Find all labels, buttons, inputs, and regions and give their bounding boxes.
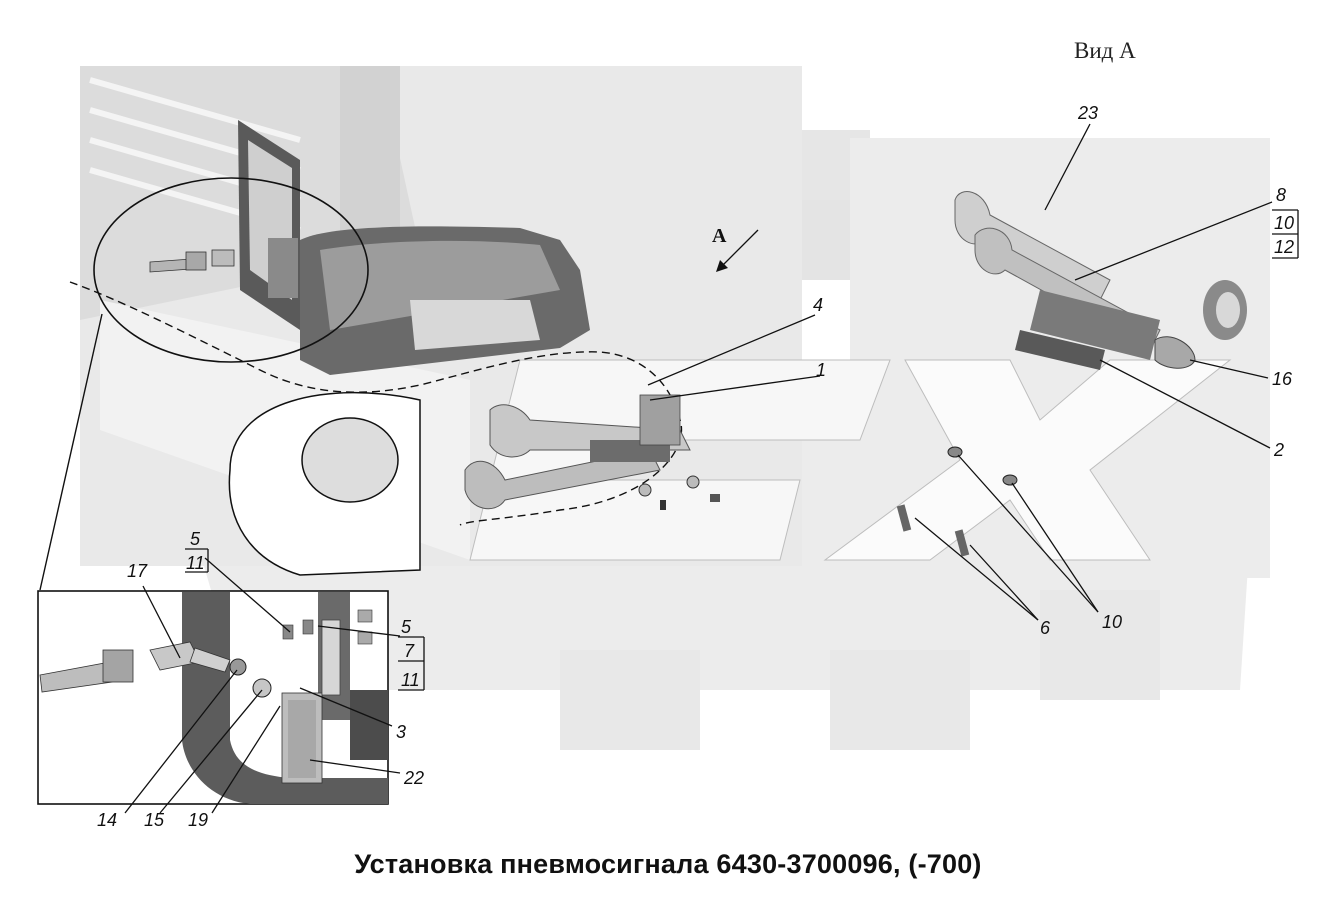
callout-3: 3 [396,722,406,742]
horn-assembly-view-a [896,191,1247,557]
callout-6: 6 [1040,618,1051,638]
callout-14: 14 [97,810,117,830]
callout-5-right: 5 [401,617,412,637]
view-arrow-label: A [712,225,727,247]
callout-10-top: 10 [1274,213,1294,233]
callout-16: 16 [1272,369,1293,389]
callout-22: 22 [403,768,424,788]
callout-5-top: 5 [190,529,201,549]
detail-leader-line [39,313,103,591]
callout-numbers: 1 2 3 4 5 11 5 7 11 6 8 10 12 10 14 15 1… [97,103,1294,830]
callout-17: 17 [127,561,148,581]
drawing-title: Установка пневмосигнала 6430-3700096, (-… [354,849,982,879]
callout-11-right: 11 [401,670,420,690]
callout-8: 8 [1276,185,1286,205]
callout-2: 2 [1273,440,1284,460]
callout-4: 4 [813,295,823,315]
callout-12: 12 [1274,237,1294,257]
callout-1: 1 [816,360,826,380]
watermark-letters [469,359,1232,561]
callout-11-top: 11 [186,553,205,573]
callout-15: 15 [144,810,165,830]
callout-10-bottom: 10 [1102,612,1122,632]
detail-inset [37,590,389,805]
bracket-assembly [149,120,590,375]
callout-7: 7 [404,641,415,661]
detail-circle [93,177,369,363]
callout-23: 23 [1077,103,1098,123]
view-label: Вид А [1074,38,1136,63]
leader-lines [124,123,1299,814]
horn-assembly-center [464,394,720,510]
view-arrow-a: A [712,225,759,272]
callout-19: 19 [188,810,208,830]
